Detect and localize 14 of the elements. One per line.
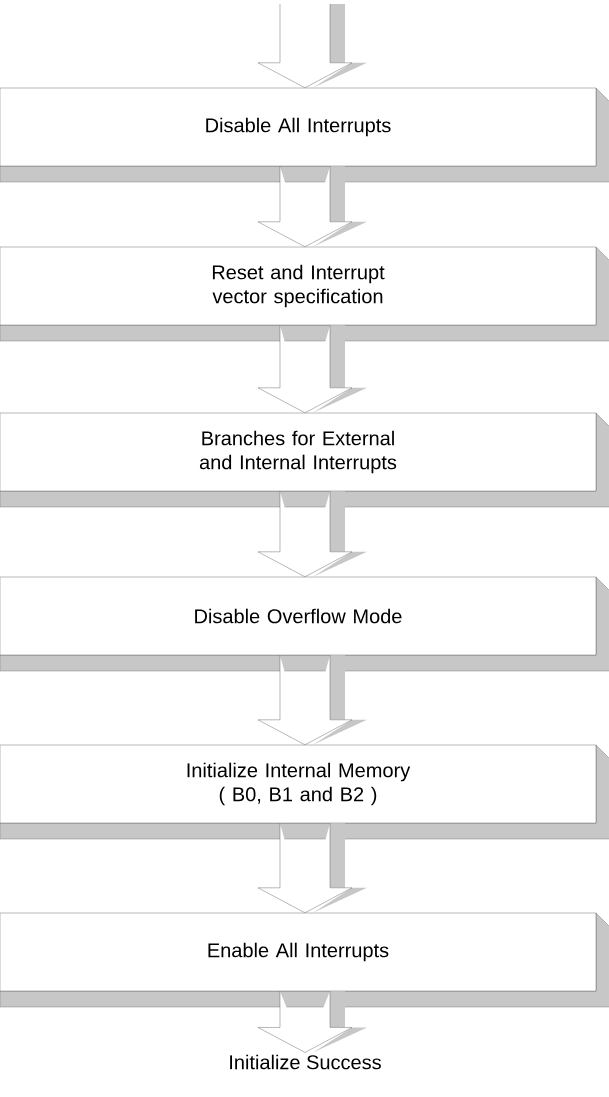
process-box: Disable Overflow Mode <box>0 576 609 672</box>
block-arrow <box>257 991 367 1053</box>
result-text: Initialize Success <box>230 1054 381 1070</box>
process-box: Disable All Interrupts <box>0 87 609 183</box>
process-box: Reset and Interrupt vector specification <box>0 246 609 342</box>
block-arrow <box>257 655 367 745</box>
block-arrow <box>257 325 367 413</box>
block-arrow <box>257 3 367 88</box>
process-box: Branches for External and Internal Interrupts <box>0 412 609 508</box>
process-box: Initialize Internal Memory ( B0, B1 and B2 ) <box>0 744 609 840</box>
block-arrow <box>257 823 367 913</box>
block-arrow <box>257 166 367 247</box>
block-arrow <box>257 491 367 577</box>
process-box: Enable All Interrupts <box>0 912 609 1008</box>
